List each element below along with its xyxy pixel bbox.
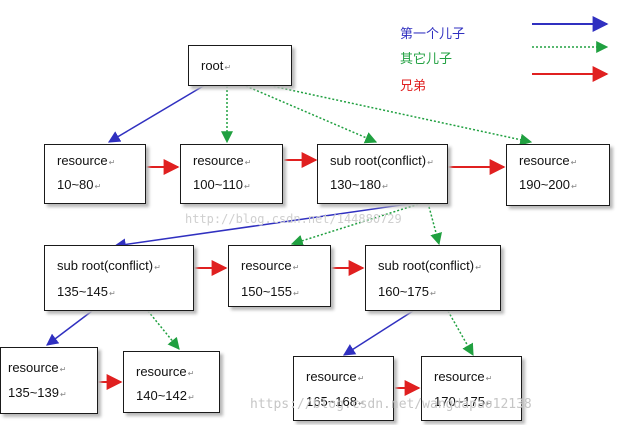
edge-135-first-child [46, 310, 93, 346]
node-root: root↵ [188, 45, 292, 86]
node-range: 160~175 [378, 284, 429, 299]
node-label: resource [57, 153, 108, 168]
legend-other-child-label: 其它儿子 [400, 52, 453, 67]
watermark-center: http://blog.csdn.net/144880729 [185, 212, 402, 226]
legend-sibling-label: 兄弟 [400, 79, 427, 94]
edge-root-child-190 [257, 82, 533, 146]
node-resource-150-155: resource↵ 150~155↵ [228, 245, 331, 307]
node-range: 140~142 [136, 388, 187, 403]
node-label: resource [193, 153, 244, 168]
node-label: resource [306, 369, 357, 384]
edge-135-child-140 [147, 310, 180, 350]
node-label: sub root(conflict) [57, 258, 154, 273]
legend-first-child-label: 第一个儿子 [400, 27, 466, 42]
node-label: resource [241, 258, 292, 273]
node-label: resource [434, 369, 485, 384]
watermark-bottom: https://blog.csdn.net/wangdapao12138 [250, 397, 532, 412]
node-resource-100-110: resource↵ 100~110↵ [180, 144, 283, 204]
node-label: resource [519, 153, 570, 168]
edge-160-first-child [342, 310, 414, 356]
edge-root-first-child [107, 84, 206, 143]
node-label: resource [136, 364, 187, 379]
node-resource-165-168: resource↵ 165~168↵ [293, 356, 394, 421]
node-label: resource [8, 360, 59, 375]
node-root-label: root [201, 58, 224, 73]
node-range: 170~175 [434, 394, 485, 409]
node-subroot-130-180: sub root(conflict)↵ 130~180↵ [317, 144, 448, 204]
node-resource-135-139: resource↵ 135~139↵ [0, 347, 98, 414]
node-range: 190~200 [519, 177, 570, 192]
node-resource-10-80: resource↵ 10~80↵ [44, 144, 146, 204]
node-label: sub root(conflict) [330, 153, 427, 168]
node-range: 130~180 [330, 177, 381, 192]
node-subroot-135-145: sub root(conflict)↵ 135~145↵ [44, 245, 194, 311]
node-resource-190-200: resource↵ 190~200↵ [506, 144, 610, 206]
node-label: sub root(conflict) [378, 258, 475, 273]
node-range: 150~155 [241, 284, 292, 299]
node-range: 165~168 [306, 394, 357, 409]
node-resource-140-142: resource↵ 140~142↵ [123, 351, 220, 413]
edge-root-child-130 [245, 85, 378, 144]
node-range: 135~145 [57, 284, 108, 299]
edge-130-first-child [113, 202, 416, 251]
edge-130-child-160 [427, 202, 442, 246]
edge-160-child-170 [447, 310, 474, 357]
node-range: 100~110 [193, 177, 244, 192]
node-resource-170-175: resource↵ 170~175↵ [421, 356, 522, 421]
edge-130-child-150 [290, 202, 423, 247]
node-range: 135~139 [8, 385, 59, 400]
node-range: 10~80 [57, 177, 94, 192]
node-subroot-160-175: sub root(conflict)↵ 160~175↵ [365, 245, 501, 311]
